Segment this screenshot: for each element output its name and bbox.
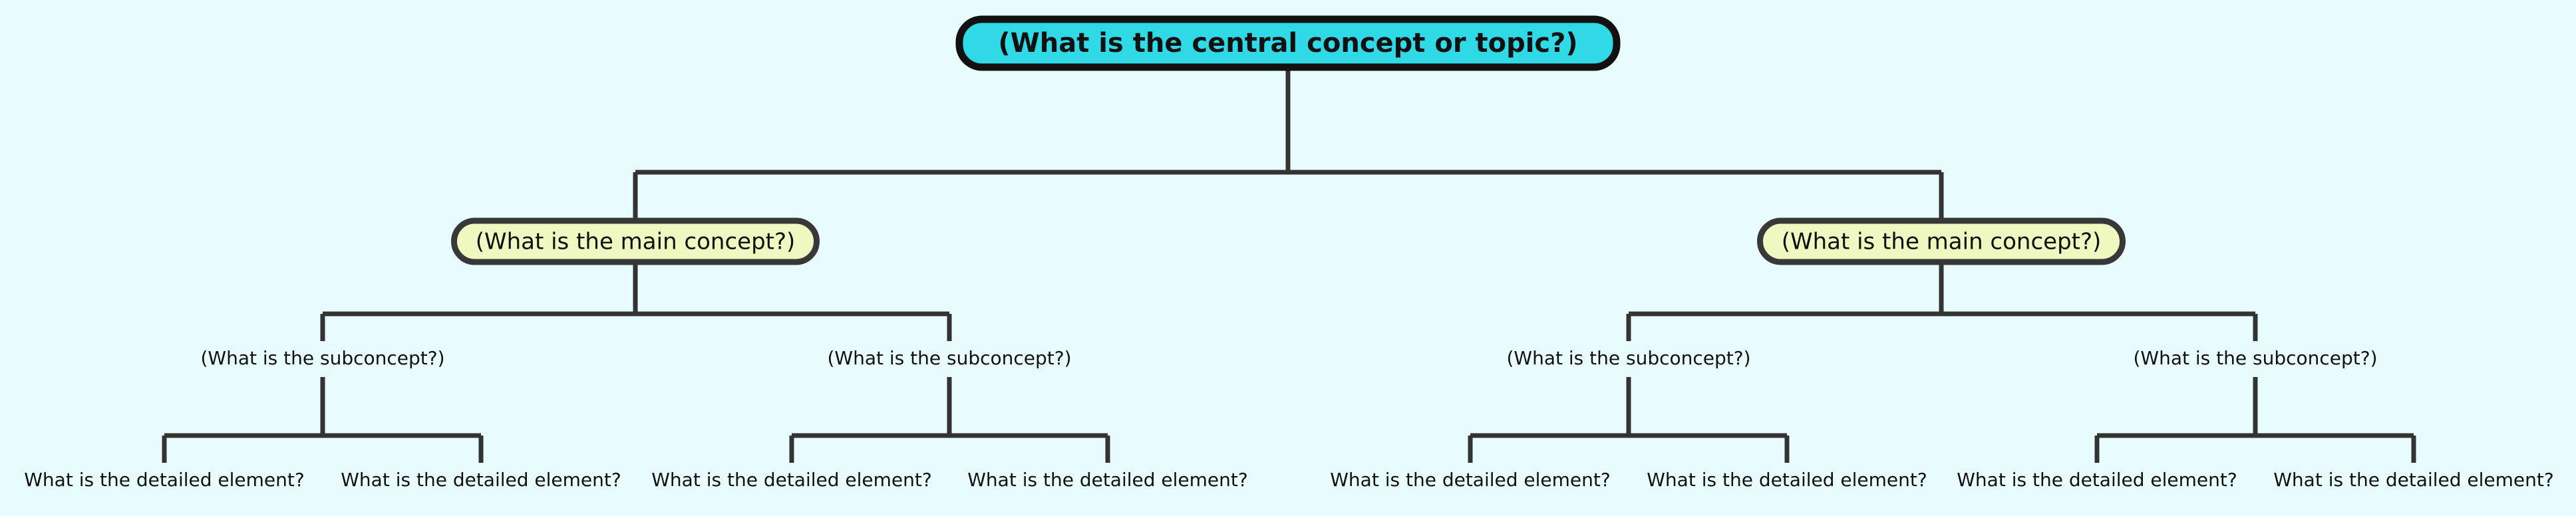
- node-subconcept-1[interactable]: (What is the subconcept?): [200, 347, 444, 369]
- node-subconcept-2[interactable]: (What is the subconcept?): [827, 347, 1071, 369]
- node-root-central-concept[interactable]: (What is the central concept or topic?): [955, 15, 1621, 71]
- node-subconcept-1-label: (What is the subconcept?): [200, 347, 444, 369]
- connector-edges-layer: [162, 67, 2416, 463]
- edge-root-to-main: [633, 67, 1944, 221]
- node-detailed-element-5-label: What is the detailed element?: [1330, 469, 1611, 491]
- node-main-concept-2-label: (What is the main concept?): [1782, 229, 2102, 255]
- node-subconcept-3-label: (What is the subconcept?): [1506, 347, 1750, 369]
- node-detailed-element-8[interactable]: What is the detailed element?: [2273, 469, 2554, 491]
- nodes-layer: (What is the central concept or topic?) (…: [24, 15, 2554, 491]
- node-detailed-element-7-label: What is the detailed element?: [1957, 469, 2237, 491]
- edge-sub-1-to-leaf: [162, 377, 484, 463]
- node-root-central-concept-label: (What is the central concept or topic?): [998, 28, 1577, 59]
- node-detailed-element-6-label: What is the detailed element?: [1647, 469, 1927, 491]
- node-detailed-element-1[interactable]: What is the detailed element?: [24, 469, 305, 491]
- node-detailed-element-5[interactable]: What is the detailed element?: [1330, 469, 1611, 491]
- node-detailed-element-2[interactable]: What is the detailed element?: [341, 469, 621, 491]
- edge-sub-4-to-leaf: [2094, 377, 2416, 463]
- node-detailed-element-7[interactable]: What is the detailed element?: [1957, 469, 2237, 491]
- node-main-concept-2-shape[interactable]: [1757, 217, 2126, 265]
- node-subconcept-4[interactable]: (What is the subconcept?): [2133, 347, 2377, 369]
- node-main-concept-1-label: (What is the main concept?): [476, 229, 796, 255]
- edge-main-2-to-sub: [1626, 262, 2258, 341]
- edge-main-1-to-sub: [320, 262, 952, 341]
- node-detailed-element-4[interactable]: What is the detailed element?: [967, 469, 1248, 491]
- edge-sub-2-to-leaf: [789, 377, 1110, 463]
- node-detailed-element-3-label: What is the detailed element?: [651, 469, 932, 491]
- node-main-concept-1-shape[interactable]: [451, 217, 820, 265]
- node-subconcept-3[interactable]: (What is the subconcept?): [1506, 347, 1750, 369]
- node-subconcept-4-label: (What is the subconcept?): [2133, 347, 2377, 369]
- node-detailed-element-1-label: What is the detailed element?: [24, 469, 305, 491]
- node-subconcept-2-label: (What is the subconcept?): [827, 347, 1071, 369]
- node-detailed-element-6[interactable]: What is the detailed element?: [1647, 469, 1927, 491]
- node-main-concept-2[interactable]: (What is the main concept?): [1757, 217, 2126, 265]
- node-detailed-element-3[interactable]: What is the detailed element?: [651, 469, 932, 491]
- node-detailed-element-8-label: What is the detailed element?: [2273, 469, 2554, 491]
- node-detailed-element-2-label: What is the detailed element?: [341, 469, 621, 491]
- node-root-central-concept-shape[interactable]: [955, 15, 1621, 71]
- node-main-concept-1[interactable]: (What is the main concept?): [451, 217, 820, 265]
- node-detailed-element-4-label: What is the detailed element?: [967, 469, 1248, 491]
- edge-sub-3-to-leaf: [1468, 377, 1790, 463]
